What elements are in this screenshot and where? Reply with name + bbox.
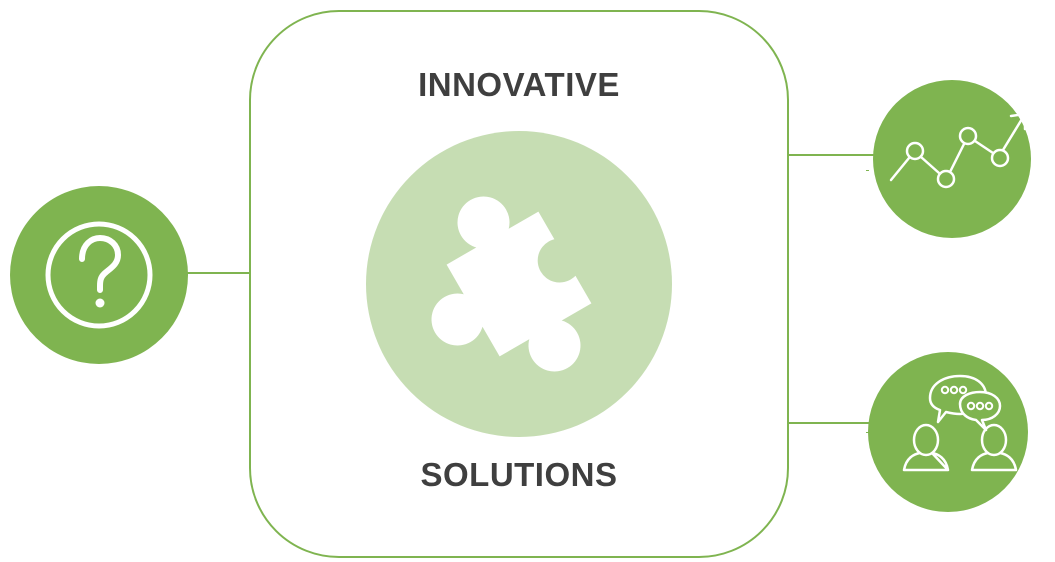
- communication-node: [868, 352, 1028, 512]
- question-mark-icon: [45, 221, 153, 329]
- trend-chart-icon: [889, 112, 1027, 189]
- bottom-label: SOLUTIONS: [420, 456, 618, 493]
- connector-communication: [788, 422, 872, 424]
- people-chat-icon: [902, 374, 1018, 472]
- top-label: INNOVATIVE: [418, 66, 620, 103]
- growth-node: [873, 80, 1031, 238]
- connector-question: [186, 272, 250, 274]
- connector-growth: [788, 154, 878, 156]
- tick-communication: [866, 432, 869, 433]
- center-circle: [366, 131, 672, 437]
- question-node: [10, 186, 188, 364]
- puzzle-piece-icon: [431, 196, 592, 372]
- tick-growth: [866, 170, 869, 171]
